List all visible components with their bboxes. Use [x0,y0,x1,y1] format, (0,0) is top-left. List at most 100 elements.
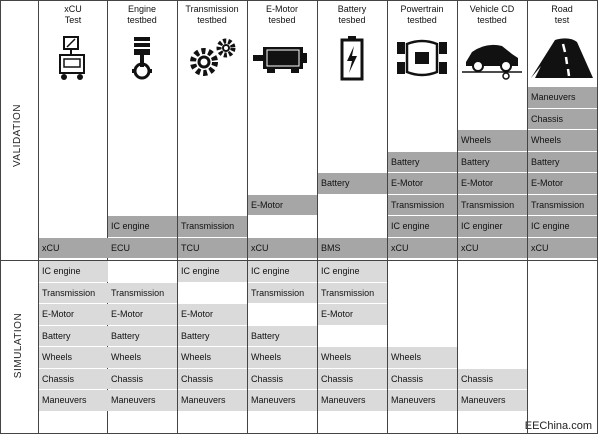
simulation-cell: Chassis [248,368,317,389]
simulation-cell: IC engine [178,261,247,282]
simulation-cell: Battery [39,325,108,346]
column-title-line: test [554,15,570,25]
simulation-row-label: SIMULATION [13,312,25,379]
grid-left [0,0,1,434]
validation-cell: IC engine [528,216,597,237]
simulation-cell: Battery [248,325,317,346]
simulation-cell: Maneuvers [388,390,457,411]
column-divider [38,0,39,434]
simulation-cell: Maneuvers [248,390,317,411]
column-title-line: testbed [477,15,507,25]
validation-cell: TCU [178,237,247,258]
simulation-cell: Battery [108,325,177,346]
simulation-cell: Chassis [388,368,457,389]
validation-cell: Wheels [528,130,597,151]
electric-motor-icon [247,34,317,82]
simulation-cell: Chassis [318,368,387,389]
validation-cell: Transmission [528,194,597,215]
validation-cell: Battery [388,151,457,172]
validation-cell: xCU [458,237,527,258]
simulation-cell: Wheels [39,347,108,368]
column-divider [457,0,458,434]
section-divider [0,260,598,261]
validation-cell: Transmission [388,194,457,215]
column-divider [247,0,248,434]
validation-cell: Transmission [178,216,247,237]
simulation-cell: Wheels [178,347,247,368]
powertrain-chassis-icon [387,34,457,82]
validation-cell: IC engine [108,216,177,237]
column-title-line: xCU [64,4,82,14]
simulation-cell: IC engine [39,261,108,282]
xcu-test-rig-icon [38,34,108,82]
grid-bottom [0,433,598,434]
validation-cell: xCU [39,237,108,258]
simulation-cell: E-Motor [39,304,108,325]
validation-cell: xCU [528,237,597,258]
simulation-cell: Transmission [108,282,177,303]
battery-lightning-icon [317,34,387,82]
road-icon [527,34,597,82]
engine-piston-icon [107,34,177,82]
simulation-cell: Wheels [108,347,177,368]
column-title-line: Engine [127,4,157,14]
validation-cell: IC enginer [458,216,527,237]
validation-cell: E-Motor [388,173,457,194]
column-title-line: Test [64,15,82,25]
simulation-cell: Maneuvers [108,390,177,411]
simulation-cell: IC engine [248,261,317,282]
gears-icon [177,34,247,82]
simulation-cell: Chassis [39,368,108,389]
column-title-line: Transmission [185,4,239,14]
validation-cell: xCU [388,237,457,258]
simulation-cell: Maneuvers [318,390,387,411]
validation-cell: Transmission [458,194,527,215]
column-title-line: testbed [127,15,157,25]
simulation-cell: IC engine [318,261,387,282]
validation-cell: E-Motor [528,173,597,194]
simulation-cell: Chassis [108,368,177,389]
column-divider [107,0,108,434]
column-title-line: Battery [337,4,367,14]
simulation-cell: Wheels [318,347,387,368]
watermark: EEChina.com [524,420,592,432]
validation-cell: BMS [318,237,387,258]
column-divider [177,0,178,434]
column-title-line: tesbed [338,15,366,25]
validation-cell: Chassis [528,108,597,129]
column-title-line: testbed [197,15,227,25]
column-title-line: Powertrain [400,4,444,14]
simulation-cell: E-Motor [108,304,177,325]
simulation-cell: Maneuvers [458,390,527,411]
validation-cell: Battery [458,151,527,172]
column-divider [387,0,388,434]
simulation-cell: Chassis [458,368,527,389]
car-on-dyno-icon [457,34,527,82]
validation-cell: Battery [528,151,597,172]
grid-right [597,0,598,434]
column-title-line: Vehicle CD [469,4,515,14]
column-title-line: tesbed [268,15,296,25]
simulation-cell: E-Motor [318,304,387,325]
grid-top [0,0,598,1]
validation-cell: Maneuvers [528,87,597,108]
simulation-cell: Transmission [248,282,317,303]
simulation-cell: Chassis [178,368,247,389]
simulation-cell: Maneuvers [178,390,247,411]
simulation-cell: Transmission [318,282,387,303]
column-title-line: Road [551,4,573,14]
column-divider [317,0,318,434]
validation-cell: Battery [318,173,387,194]
column-title-line: testbed [407,15,437,25]
validation-cell: IC engine [388,216,457,237]
simulation-cell: Wheels [248,347,317,368]
simulation-cell: E-Motor [178,304,247,325]
